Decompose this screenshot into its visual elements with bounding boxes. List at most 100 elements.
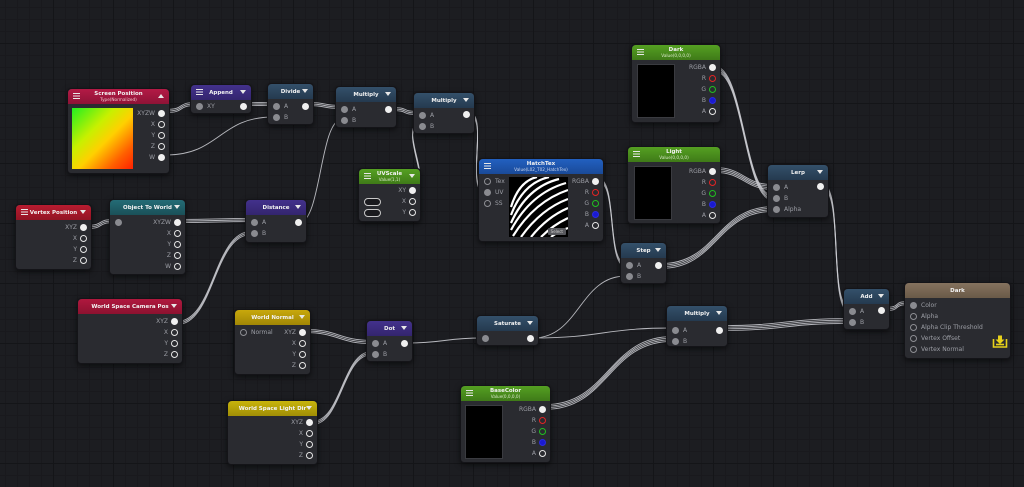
port-g[interactable]: G — [701, 188, 716, 198]
port-z[interactable]: Z — [73, 255, 87, 265]
wire[interactable] — [304, 330, 373, 343]
port-dot[interactable] — [910, 323, 917, 331]
menu-icon[interactable] — [21, 209, 28, 215]
node-header[interactable]: Add — [844, 289, 889, 304]
port-dot[interactable] — [158, 153, 165, 161]
port-b[interactable]: B — [419, 121, 434, 131]
wire[interactable] — [179, 221, 252, 224]
port-dot[interactable] — [299, 339, 306, 347]
port-alpha-clip-threshold[interactable]: Alpha Clip Threshold — [910, 322, 983, 332]
port-dot[interactable] — [672, 326, 679, 334]
node-saturate[interactable]: Saturate — [476, 315, 539, 346]
output-port-dot[interactable] — [302, 103, 309, 110]
wire[interactable] — [176, 230, 252, 322]
port-x[interactable]: X — [151, 119, 165, 129]
port-a[interactable]: A — [341, 104, 356, 114]
port-dot[interactable] — [709, 74, 716, 82]
port-dot[interactable] — [709, 85, 716, 93]
wire[interactable] — [714, 66, 774, 197]
port-dot[interactable] — [672, 337, 679, 345]
port-a[interactable]: A — [585, 220, 599, 230]
port-dot[interactable] — [372, 339, 379, 347]
port-x[interactable]: X — [164, 327, 178, 337]
port-dot[interactable] — [80, 234, 87, 242]
port-dot[interactable] — [251, 218, 258, 226]
port-dot[interactable] — [306, 418, 313, 426]
port-dot[interactable] — [171, 317, 178, 325]
node-screen-position[interactable]: Screen Position Type(Normalized) XYZW X … — [67, 88, 170, 174]
port-dot[interactable] — [409, 197, 416, 205]
dropdown-icon[interactable] — [527, 321, 533, 325]
dropdown-icon[interactable] — [878, 294, 884, 298]
port-xyz[interactable]: XYZ — [156, 316, 178, 326]
node-header[interactable]: HatchTex Value(L02_T02_HatchTex) — [479, 159, 603, 174]
port-a[interactable]: A — [273, 101, 288, 111]
port-dot[interactable] — [158, 131, 165, 139]
port-dot[interactable] — [372, 350, 379, 358]
port-dot[interactable] — [171, 350, 178, 358]
node-multiply-1[interactable]: Multiply A B — [335, 86, 397, 128]
node-header[interactable]: Dot — [367, 321, 412, 336]
port-dot[interactable] — [539, 427, 546, 435]
port-dot[interactable] — [158, 120, 165, 128]
node-dark-color[interactable]: Dark Value(0,0,0,0) RGBA R G B A — [631, 44, 721, 123]
port-a[interactable]: A — [251, 217, 266, 227]
port-r[interactable]: R — [532, 415, 546, 425]
port-g[interactable]: G — [531, 426, 546, 436]
node-multiply-3[interactable]: Multiply A B — [666, 305, 728, 347]
port-y[interactable]: Y — [292, 349, 306, 359]
node-header[interactable]: Multiply — [414, 93, 474, 108]
port-b[interactable]: B — [532, 437, 546, 447]
port-dot[interactable] — [299, 361, 306, 369]
node-world-space-light-dir[interactable]: World Space Light Dir XYZ X Y Z — [227, 400, 318, 465]
dropdown-icon[interactable] — [80, 210, 86, 214]
dropdown-icon[interactable] — [401, 326, 407, 330]
port-b[interactable]: B — [372, 349, 387, 359]
wire[interactable] — [721, 321, 850, 330]
wire[interactable] — [721, 319, 850, 328]
port-dot[interactable] — [910, 301, 917, 309]
wire[interactable] — [714, 70, 774, 201]
port-dot[interactable] — [409, 186, 416, 194]
node-step[interactable]: Step A B — [620, 242, 667, 284]
port-dot[interactable] — [158, 109, 165, 117]
input-port-dot[interactable] — [115, 219, 122, 226]
port-b[interactable]: B — [773, 193, 788, 203]
port-dot[interactable] — [709, 211, 716, 219]
wire[interactable] — [721, 318, 850, 327]
port-dot[interactable] — [626, 272, 633, 280]
wire[interactable] — [406, 337, 483, 344]
port-y[interactable]: Y — [151, 130, 165, 140]
menu-icon[interactable] — [73, 93, 80, 99]
wire[interactable] — [165, 116, 274, 156]
dropdown-icon[interactable] — [409, 174, 415, 178]
port-b[interactable]: B — [341, 115, 356, 125]
output-port-dot[interactable] — [817, 183, 824, 190]
wire[interactable] — [179, 217, 252, 220]
output-port-dot[interactable] — [716, 327, 723, 334]
port-dot[interactable] — [299, 328, 306, 336]
port-r[interactable]: R — [702, 73, 716, 83]
port-xyzw[interactable]: XYZW — [137, 108, 165, 118]
port-dot[interactable] — [80, 256, 87, 264]
port-xyz[interactable]: XYZ — [284, 327, 306, 337]
node-header[interactable]: Lerp — [768, 165, 828, 180]
node-header[interactable]: World Space Light Dir — [228, 401, 317, 416]
node-header[interactable]: Saturate — [477, 316, 538, 331]
node-distance[interactable]: Distance A B — [245, 199, 307, 243]
node-object-to-world[interactable]: Object To World XYZW X Y Z W — [109, 199, 186, 275]
wire[interactable] — [532, 327, 673, 339]
port-dot[interactable] — [80, 223, 87, 231]
port-z[interactable]: Z — [164, 349, 178, 359]
port-dot[interactable] — [158, 142, 165, 150]
port-w[interactable]: W — [165, 261, 181, 271]
port-dot[interactable] — [539, 438, 546, 446]
port-dot[interactable] — [592, 188, 599, 196]
port-dot[interactable] — [171, 328, 178, 336]
wire[interactable] — [544, 340, 673, 410]
node-divide[interactable]: Divide A B — [267, 83, 314, 125]
port-dot[interactable] — [709, 189, 716, 197]
port-a[interactable]: A — [702, 106, 716, 116]
wire[interactable] — [304, 332, 373, 345]
port-dot[interactable] — [626, 261, 633, 269]
